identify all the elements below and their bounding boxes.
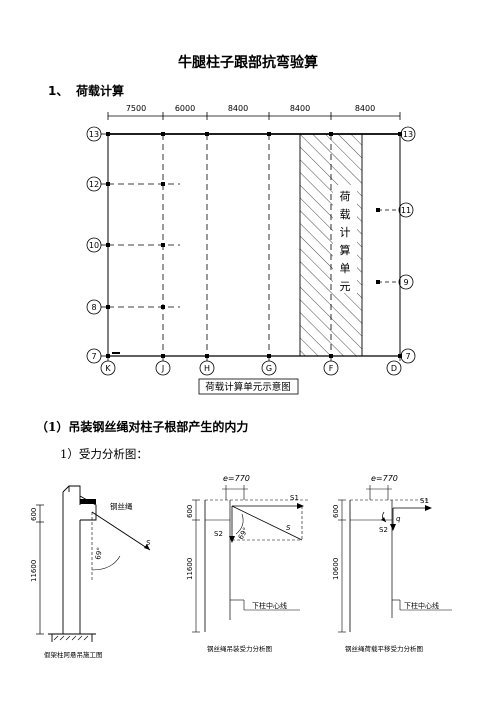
unit-label-char: 载 bbox=[340, 208, 351, 221]
axis-label: 7 bbox=[405, 352, 410, 361]
figure-b-labels: e=770 600 11600 S1 S2 S 69° 下柱中心线 钢丝绳吊装受… bbox=[186, 474, 299, 653]
force-label: S1 bbox=[420, 497, 429, 505]
section-heading: 1、荷载计算 bbox=[48, 82, 124, 99]
moment-label: q bbox=[396, 515, 401, 523]
force-label: S bbox=[286, 524, 291, 532]
figure-caption: 钢丝绳荷载平移受力分析图 bbox=[345, 644, 423, 653]
section-title: 荷载计算 bbox=[76, 84, 125, 98]
axis-label: H bbox=[204, 364, 210, 373]
figure-c-force-diagram bbox=[338, 485, 452, 633]
force-label: S1 bbox=[290, 494, 299, 502]
figure-b-force-diagram bbox=[192, 485, 310, 633]
angle-label: 69° bbox=[94, 547, 104, 561]
axis-label: J bbox=[161, 364, 164, 373]
span-label: 8400 bbox=[228, 104, 248, 113]
dimension-label: 11600 bbox=[186, 558, 194, 580]
eccentricity-label: e=770 bbox=[223, 474, 250, 483]
force-label: S2 bbox=[214, 530, 223, 538]
center-line-label: 下柱中心线 bbox=[404, 601, 439, 610]
force-label: S2 bbox=[379, 526, 388, 534]
axis-label: 13 bbox=[89, 130, 99, 139]
angle-label: 69° bbox=[237, 526, 250, 541]
figure-caption: 假架柱阿悬吊施工图 bbox=[44, 650, 103, 659]
dimension-label: 600 bbox=[30, 508, 38, 521]
axis-label: G bbox=[266, 364, 272, 373]
force-label: S bbox=[146, 539, 151, 547]
figure-c-labels: e=770 600 10600 S1 S2 q 下柱中心线 钢丝绳荷载平移受力分… bbox=[332, 474, 439, 653]
unit-label-char: 元 bbox=[340, 280, 351, 293]
span-label: 6000 bbox=[175, 104, 195, 113]
axis-label: 10 bbox=[89, 241, 99, 250]
figure-caption: 钢丝绳吊装受力分析图 bbox=[207, 644, 272, 653]
span-label: 8400 bbox=[355, 104, 375, 113]
axis-label: 13 bbox=[403, 130, 413, 139]
dimension-label: 10600 bbox=[332, 558, 340, 580]
unit-label-char: 单 bbox=[340, 262, 351, 275]
axis-label: F bbox=[329, 364, 334, 373]
dimension-label: 600 bbox=[186, 505, 194, 518]
eccentricity-label: e=770 bbox=[371, 474, 398, 483]
rope-label: 钢丝绳 bbox=[110, 501, 133, 511]
section-number: 1、 bbox=[48, 84, 69, 98]
span-label: 7500 bbox=[126, 104, 146, 113]
plan-caption: 荷载计算单元示意图 bbox=[205, 381, 291, 393]
figure-a-column-elevation bbox=[36, 485, 151, 642]
axis-label: 7 bbox=[91, 352, 96, 361]
unit-label-char: 算 bbox=[340, 243, 351, 257]
subsection-heading: （1）吊装钢丝绳对柱子根部产生的内力 bbox=[36, 420, 249, 434]
page-title: 牛腿柱子跟部抗弯验算 bbox=[178, 55, 318, 71]
dimension-label: 11600 bbox=[30, 560, 38, 582]
figure-a-labels: 600 11600 钢丝绳 69° S 假架柱阿悬吊施工图 bbox=[30, 501, 151, 659]
unit-label-char: 计 bbox=[340, 226, 351, 239]
subsubsection-heading: 1）受力分析图： bbox=[60, 447, 148, 461]
axis-label: 11 bbox=[401, 206, 411, 215]
axis-label: 12 bbox=[89, 180, 99, 189]
axis-label: 9 bbox=[403, 278, 408, 287]
span-label: 8400 bbox=[290, 104, 310, 113]
unit-label-char: 荷 bbox=[340, 190, 351, 203]
plan-diagram bbox=[86, 112, 416, 395]
center-line-label: 下柱中心线 bbox=[252, 601, 287, 610]
axis-label: 8 bbox=[91, 303, 96, 312]
axis-label: D bbox=[391, 364, 397, 373]
axis-label: K bbox=[105, 364, 111, 373]
dimension-label: 600 bbox=[332, 505, 340, 518]
plan-labels: 7500 6000 8400 8400 8400 13 12 10 8 7 13… bbox=[89, 104, 413, 393]
